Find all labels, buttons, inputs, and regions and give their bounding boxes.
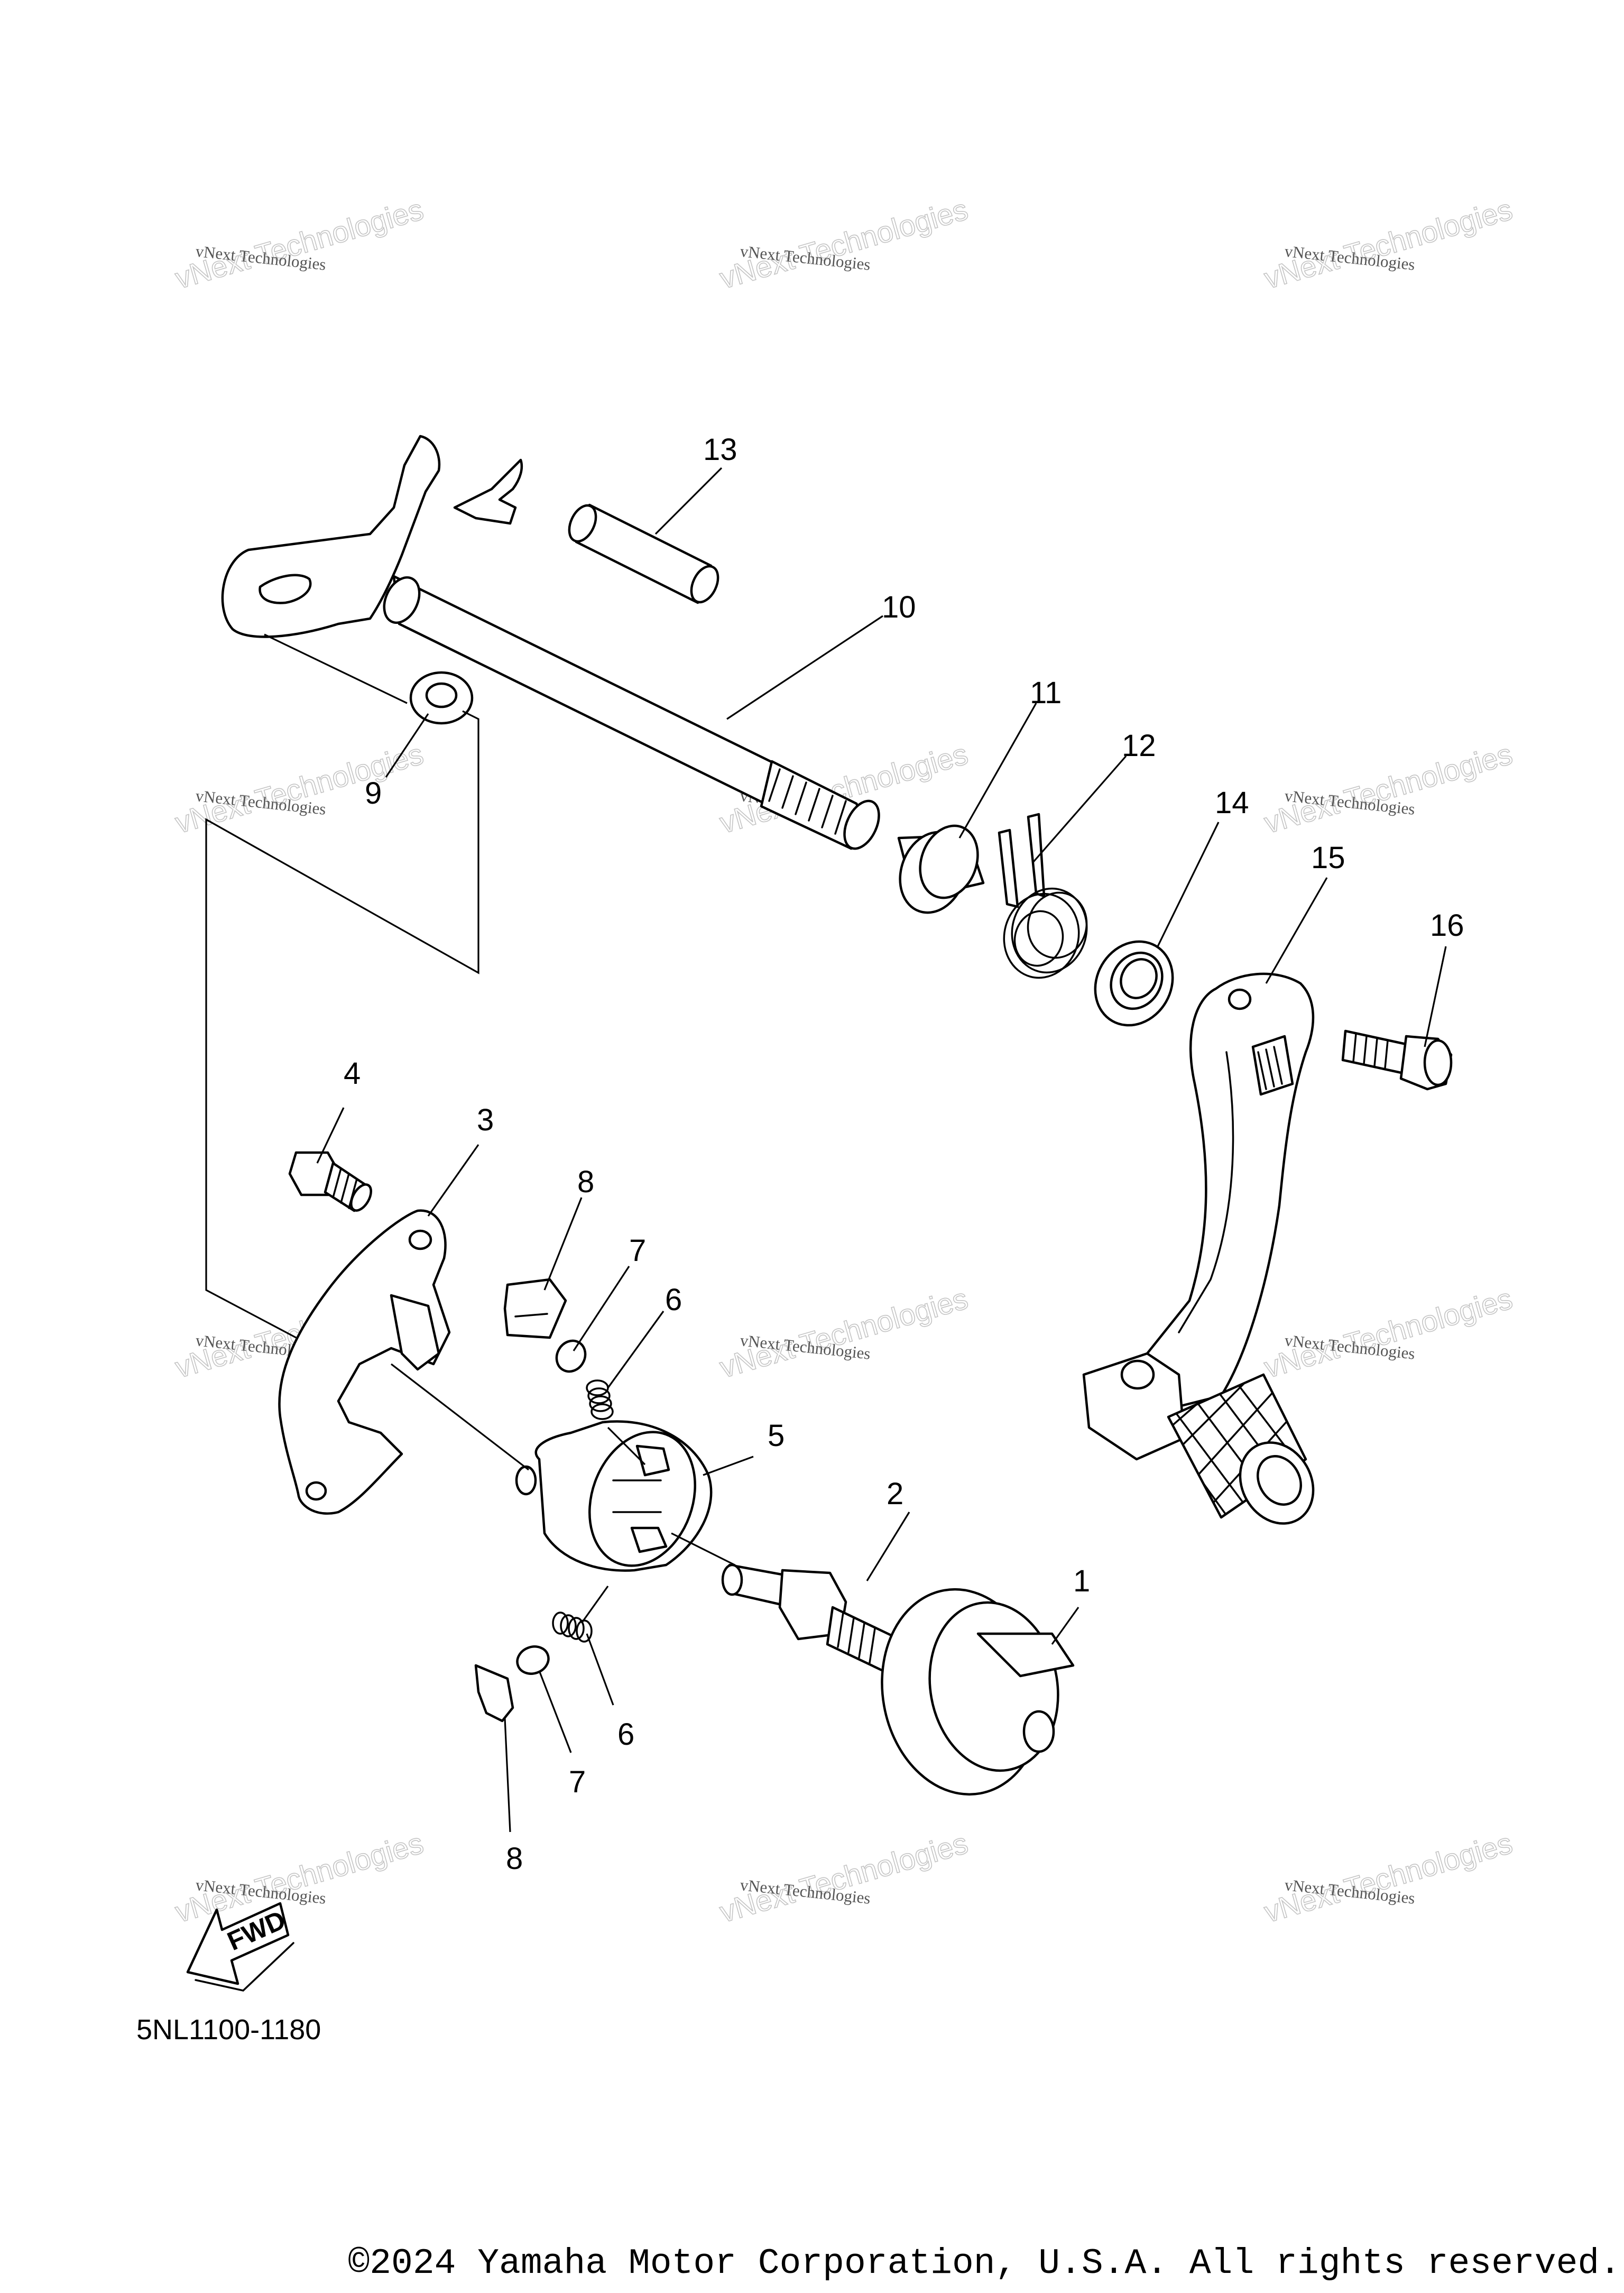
callout-15: 15 <box>1311 841 1345 875</box>
oil-seal-part-14 <box>1094 940 1174 1027</box>
callout-2: 2 <box>887 1477 903 1511</box>
assembly-lines <box>205 633 735 1624</box>
callout-8-upper: 8 <box>577 1165 594 1199</box>
callout-8-lower: 8 <box>506 1841 523 1876</box>
callout-1: 1 <box>1073 1564 1090 1598</box>
bolt-part-2 <box>721 1563 895 1672</box>
callout-4: 4 <box>344 1056 361 1091</box>
copyright-notice: ©2024 Yamaha Motor Corporation, U.S.A. A… <box>348 2243 1621 2284</box>
spring-part-12 <box>998 813 1088 979</box>
stopper-part-8-lower <box>474 1664 514 1723</box>
callout-13: 13 <box>703 432 737 467</box>
bolt-part-4 <box>288 1151 372 1212</box>
callout-14: 14 <box>1215 786 1249 820</box>
callout-6-upper: 6 <box>665 1283 682 1317</box>
segment-plate-part-3 <box>278 1209 451 1515</box>
callout-7-upper: 7 <box>629 1233 646 1268</box>
callouts: 1 2 3 4 5 6 6 7 7 8 8 9 10 11 12 13 14 1… <box>344 432 1464 1876</box>
callout-16: 16 <box>1430 908 1464 943</box>
pin-part-13 <box>568 503 719 604</box>
stopper-part-8-upper <box>503 1278 567 1339</box>
callout-11: 11 <box>1030 676 1062 710</box>
callout-6-lower: 6 <box>617 1717 634 1752</box>
washer-part-9 <box>409 671 474 725</box>
diagram-code: 5NL1100-1180 <box>136 2014 321 2046</box>
callout-leaders <box>316 467 1447 1832</box>
shift-shaft-part-10 <box>221 435 880 850</box>
callout-12: 12 <box>1122 729 1156 763</box>
shift-pedal-part-15 <box>1082 972 1315 1525</box>
callout-7-lower: 7 <box>569 1765 586 1799</box>
bolt-part-16 <box>1341 1029 1453 1091</box>
callout-3: 3 <box>477 1103 494 1137</box>
fwd-arrow-icon: FWD <box>186 1902 294 1992</box>
collar-part-11 <box>897 824 985 914</box>
callout-5: 5 <box>768 1419 785 1453</box>
segment-part-5 <box>515 1420 713 1572</box>
ball-part-7-lower <box>516 1645 550 1675</box>
ball-part-7-upper <box>555 1339 587 1373</box>
cover-part-1 <box>881 1588 1075 1796</box>
callout-9: 9 <box>365 776 382 811</box>
callout-10: 10 <box>882 590 916 624</box>
